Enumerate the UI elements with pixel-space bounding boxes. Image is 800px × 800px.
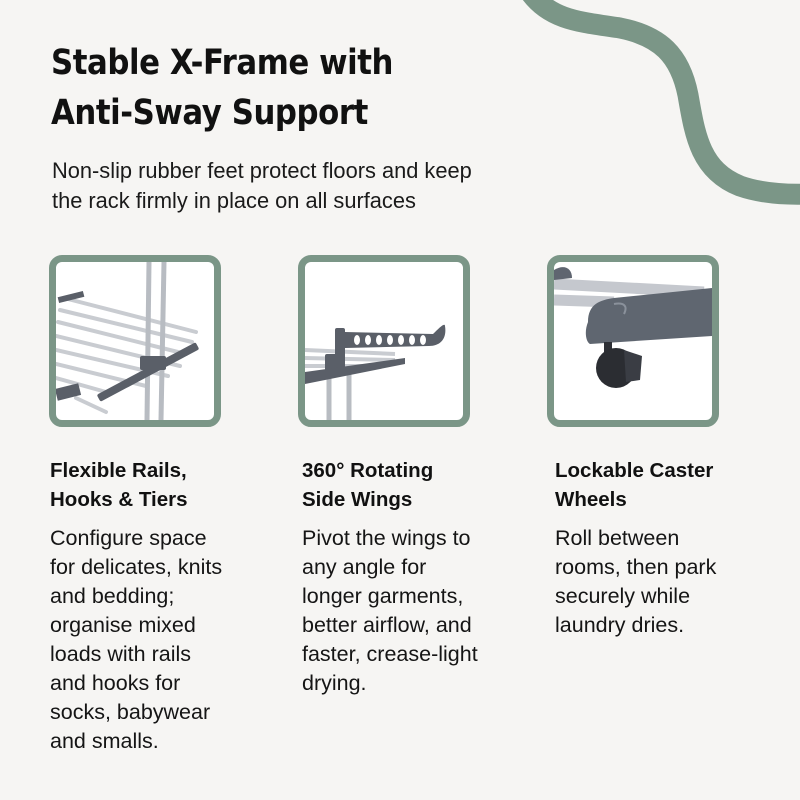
feature-heading: 360° Rotating Side Wings: [302, 456, 537, 514]
caster-wheel-illustration: [554, 267, 712, 388]
body-line: and hooks for: [50, 671, 181, 695]
feature-heading: Lockable Caster Wheels: [555, 456, 790, 514]
body-line: loads with rails: [50, 642, 191, 666]
body-line: rooms, then park: [555, 555, 717, 579]
body-line: for delicates, knits: [50, 555, 223, 579]
feature-image-rails: [49, 255, 221, 427]
heading-line: Side Wings: [302, 488, 413, 511]
heading-line: 360° Rotating: [302, 459, 434, 482]
subtitle-line-2: the rack firmly in place on all surfaces: [52, 188, 416, 213]
feature-description: Configure space for delicates, knits and…: [50, 524, 285, 756]
body-line: better airflow, and: [302, 613, 472, 637]
feature-rotating-wings: 360° Rotating Side Wings Pivot the wings…: [302, 456, 537, 698]
subtitle-line-1: Non-slip rubber feet protect floors and …: [52, 158, 472, 183]
feature-image-wheels: [547, 255, 719, 427]
rotating-wing-illustration: [305, 324, 446, 420]
title-line-1: Stable X-Frame with: [51, 43, 393, 83]
body-line: faster, crease-light: [302, 642, 478, 666]
title-line-2: Anti-Sway Support: [51, 93, 368, 133]
body-line: and bedding;: [50, 584, 175, 608]
body-line: organise mixed: [50, 613, 196, 637]
feature-image-wings: [298, 255, 470, 427]
page-title: Stable X-Frame with Anti-Sway Support: [51, 38, 393, 138]
heading-line: Hooks & Tiers: [50, 488, 188, 511]
feature-flexible-rails: Flexible Rails, Hooks & Tiers Configure …: [50, 456, 285, 756]
body-line: any angle for: [302, 555, 427, 579]
heading-line: Wheels: [555, 488, 627, 511]
body-line: Configure space: [50, 526, 207, 550]
feature-caster-wheels: Lockable Caster Wheels Roll between room…: [555, 456, 790, 640]
heading-line: Flexible Rails,: [50, 459, 187, 482]
drying-rails-illustration: [56, 262, 199, 420]
body-line: laundry dries.: [555, 613, 685, 637]
page-subtitle: Non-slip rubber feet protect floors and …: [52, 156, 472, 216]
body-line: Pivot the wings to: [302, 526, 471, 550]
body-line: securely while: [555, 584, 691, 608]
feature-description: Roll between rooms, then park securely w…: [555, 524, 790, 640]
body-line: Roll between: [555, 526, 680, 550]
body-line: socks, babywear: [50, 700, 211, 724]
body-line: drying.: [302, 671, 367, 695]
feature-heading: Flexible Rails, Hooks & Tiers: [50, 456, 285, 514]
heading-line: Lockable Caster: [555, 459, 714, 482]
body-line: longer garments,: [302, 584, 464, 608]
feature-description: Pivot the wings to any angle for longer …: [302, 524, 537, 698]
body-line: and smalls.: [50, 729, 159, 753]
